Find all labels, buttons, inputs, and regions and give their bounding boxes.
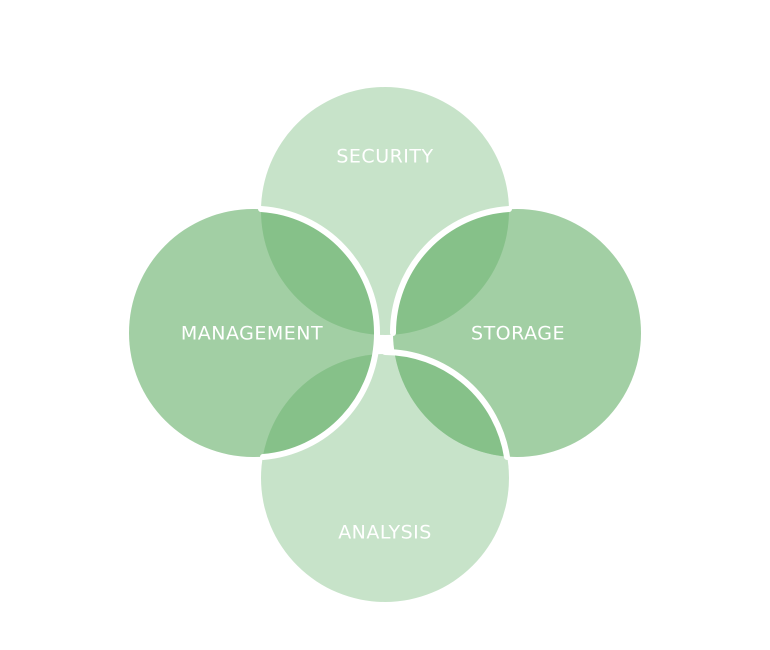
- storage-top-separator: [389, 206, 512, 336]
- analysis-label: ANALYSIS: [338, 522, 432, 544]
- analysis-right-separator: [382, 349, 510, 460]
- management-top-separator: [258, 206, 381, 336]
- management-label: MANAGEMENT: [181, 323, 323, 345]
- security-label: SECURITY: [336, 146, 433, 168]
- security-management-overlap: [261, 209, 377, 335]
- analysis-storage-overlap: [393, 354, 509, 457]
- storage-label: STORAGE: [471, 323, 565, 345]
- security-storage-overlap: [393, 209, 509, 335]
- management-bottom-separator: [260, 330, 381, 460]
- analysis-management-overlap: [261, 354, 377, 457]
